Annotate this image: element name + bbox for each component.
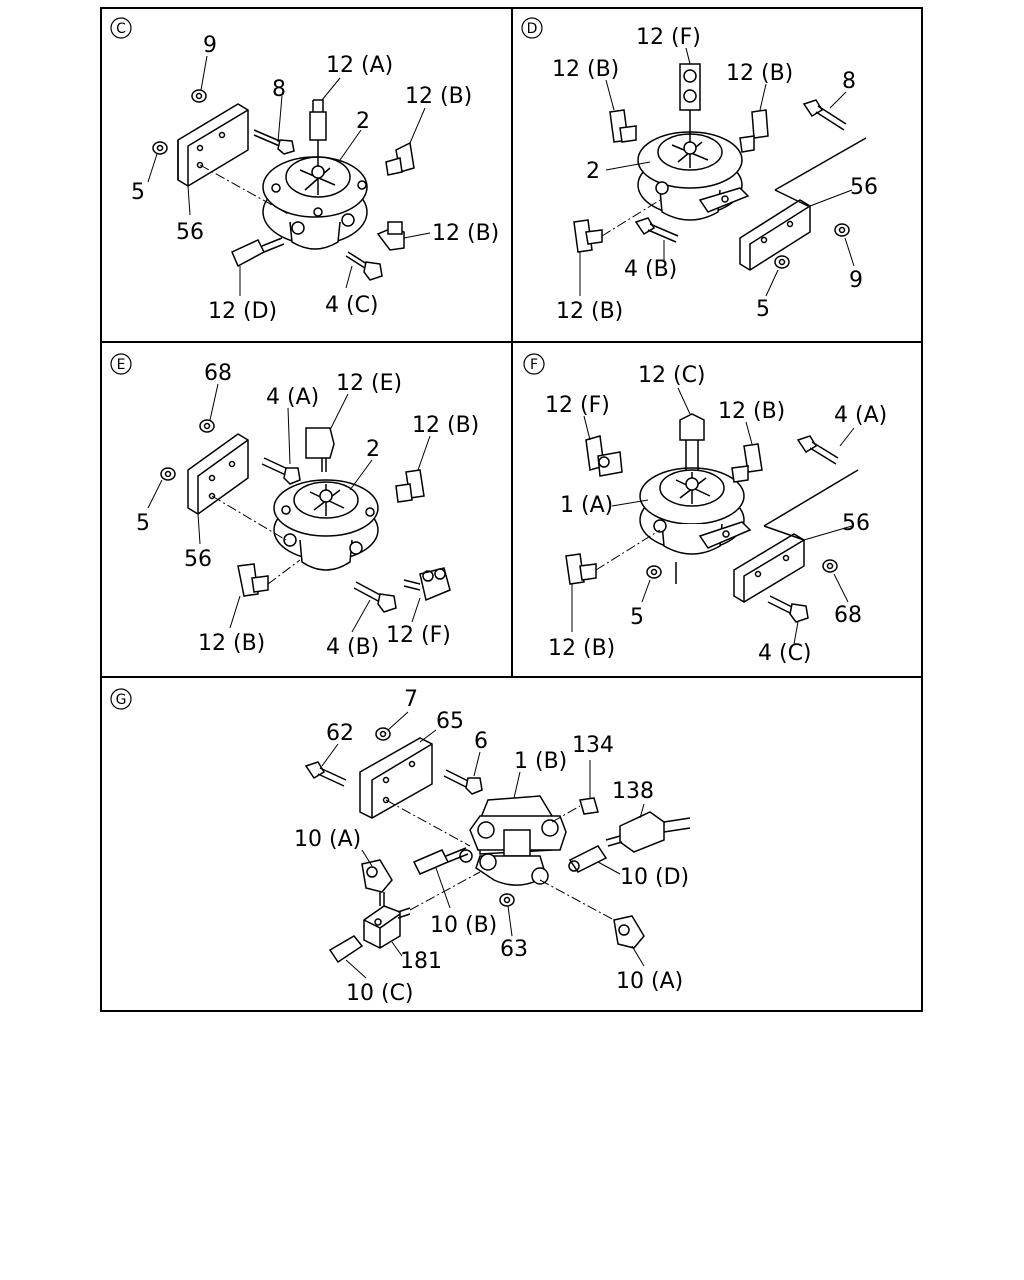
panel-grid (100, 7, 923, 1012)
callout-label: 12 (D) (208, 299, 277, 324)
callout-label: 10 (A) (616, 969, 683, 994)
callout-labels: 7 65 62 6 1 (B) 134 138 10 (A) 10 (D) 10… (294, 687, 689, 1006)
callout-label: 12 (E) (336, 371, 402, 396)
callout-labels: 12 (F) 12 (B) 12 (B) 8 2 56 12 (B) 4 (B)… (552, 25, 878, 324)
callout-label: 10 (D) (620, 865, 689, 890)
callout-label: 4 (C) (758, 641, 812, 666)
callout-label: 65 (436, 709, 464, 734)
svg-text:F: F (530, 357, 538, 373)
callout-label: 2 (366, 437, 380, 462)
callout-labels: 9 12 (A) 8 12 (B) 2 5 56 12 (B) 12 (D) 4… (131, 33, 499, 324)
callout-label: 181 (400, 949, 442, 974)
panel-f: F (523, 353, 887, 666)
callout-label: 12 (B) (548, 636, 615, 661)
panel-d: D (521, 17, 878, 324)
callout-label: 56 (176, 220, 204, 245)
callout-label: 6 (474, 729, 488, 754)
panel-badge: E (110, 353, 132, 375)
parts-drawing (304, 727, 691, 964)
callout-label: 56 (184, 547, 212, 572)
callout-label: 4 (A) (266, 385, 319, 410)
callout-label: 12 (B) (198, 631, 265, 656)
callout-label: 134 (572, 733, 614, 758)
callout-label: 2 (586, 159, 600, 184)
callout-label: 12 (F) (545, 393, 610, 418)
callout-label: 12 (B) (726, 61, 793, 86)
callout-label: 4 (B) (624, 257, 677, 282)
panel-badge: F (523, 353, 545, 375)
callout-label: 12 (B) (412, 413, 479, 438)
panel-c: C (110, 17, 499, 324)
callout-labels: 68 4 (A) 12 (E) 12 (B) 2 5 56 12 (B) 4 (… (136, 361, 479, 660)
callout-label: 56 (850, 175, 878, 200)
callout-label: 4 (B) (326, 635, 379, 660)
callout-label: 1 (A) (560, 493, 613, 518)
leader-lines (321, 711, 645, 979)
leader-lines (571, 387, 855, 645)
callout-label: 12 (B) (432, 221, 499, 246)
callout-label: 12 (B) (556, 299, 623, 324)
svg-text:C: C (116, 21, 126, 37)
callout-label: 2 (356, 109, 370, 134)
callout-label: 12 (F) (636, 25, 701, 50)
callout-label: 10 (A) (294, 827, 361, 852)
callout-label: 138 (612, 779, 654, 804)
callout-label: 8 (272, 77, 286, 102)
callout-label: 62 (326, 721, 354, 746)
callout-label: 9 (849, 268, 863, 293)
callout-label: 5 (756, 297, 770, 322)
panel-badge: C (110, 17, 132, 39)
callout-label: 12 (B) (718, 399, 785, 424)
callout-label: 12 (A) (326, 53, 393, 78)
leader-lines (579, 47, 855, 297)
callout-label: 68 (834, 603, 862, 628)
callout-label: 7 (404, 687, 418, 712)
svg-text:G: G (116, 692, 127, 708)
callout-labels: 12 (C) 12 (F) 12 (B) 4 (A) 1 (A) 56 12 (… (545, 363, 887, 666)
parts-drawing (160, 419, 451, 613)
panel-g: G (110, 687, 691, 1006)
svg-text:D: D (527, 21, 538, 37)
parts-drawing (152, 89, 415, 281)
callout-label: 8 (842, 69, 856, 94)
panel-badge: D (521, 17, 543, 39)
parts-drawing (573, 63, 867, 271)
callout-label: 68 (204, 361, 232, 386)
callout-label: 10 (C) (346, 981, 414, 1006)
callout-label: 5 (131, 180, 145, 205)
callout-label: 12 (B) (552, 57, 619, 82)
callout-label: 10 (B) (430, 913, 497, 938)
callout-label: 4 (A) (834, 403, 887, 428)
callout-label: 9 (203, 33, 217, 58)
callout-label: 12 (B) (405, 84, 472, 109)
leader-lines (147, 55, 431, 296)
panel-badge: G (110, 688, 132, 710)
parts-drawing (565, 413, 859, 623)
callout-label: 12 (C) (638, 363, 706, 388)
callout-label: 12 (F) (386, 623, 451, 648)
callout-label: 63 (500, 937, 528, 962)
callout-label: 1 (B) (514, 749, 567, 774)
leader-lines (147, 383, 431, 633)
callout-label: 4 (C) (325, 293, 379, 318)
callout-label: 5 (630, 605, 644, 630)
callout-label: 5 (136, 511, 150, 536)
callout-label: 56 (842, 511, 870, 536)
svg-text:E: E (117, 357, 126, 373)
panel-e: E (110, 353, 479, 660)
